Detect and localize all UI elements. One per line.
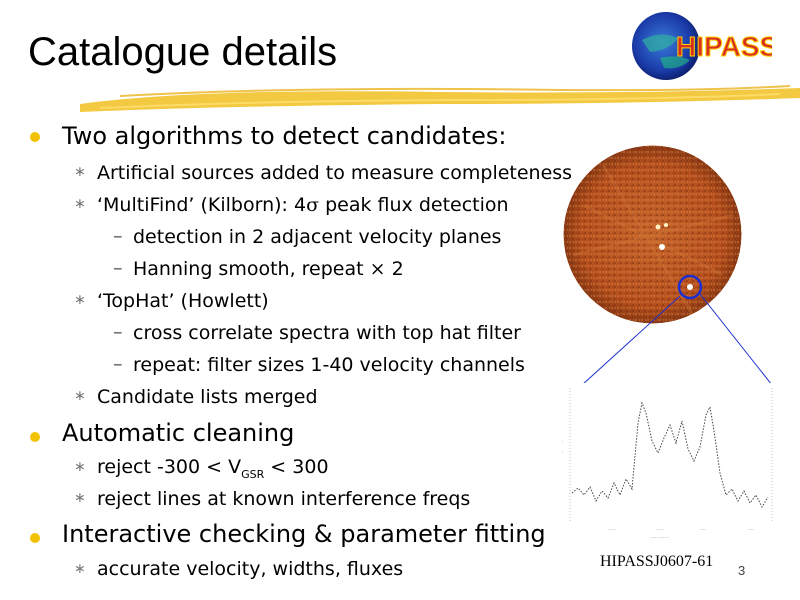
svg-text:············: ············ [650, 535, 669, 541]
asterisk-icon: ∗ [74, 164, 86, 180]
source-blob [687, 284, 693, 290]
subbullet-tophat: ‘TopHat’ (Howlett) [97, 290, 269, 312]
subbullet-artificial-sources: Artificial sources added to measure comp… [97, 162, 573, 184]
source-blob [664, 223, 668, 227]
hi-spectrum-plot: ····· ····· ···· ···· ············ · · [560, 383, 782, 543]
subsubbullet-filter-sizes: repeat: filter sizes 1-40 velocity chann… [133, 354, 525, 376]
svg-text:·····: ····· [608, 527, 616, 533]
subbullet-reject-velocity: reject -300 < VGSR < 300 [97, 456, 329, 481]
subbullet-multifind: ‘MultiFind’ (Kilborn): 4σ peak flux dete… [97, 194, 509, 216]
source-blob [655, 224, 661, 230]
dash-icon: – [113, 353, 123, 375]
multifind-text-pre: ‘MultiFind’ (Kilborn): 4 [97, 194, 307, 216]
hipass-logo: HIPASS [632, 12, 772, 80]
svg-text:·: · [562, 439, 564, 445]
subsubbullet-cross-correlate: cross correlate spectra with top hat fil… [133, 322, 521, 344]
subbullet-candidates-merged: Candidate lists merged [97, 386, 318, 408]
hi-cube-disk-image [563, 145, 742, 324]
bullet-heading-interactive-checking: Interactive checking & parameter fitting [62, 520, 546, 548]
times-symbol: × [369, 258, 386, 280]
dash-icon: – [113, 257, 123, 279]
source-blob [659, 244, 665, 250]
reject-velocity-pre: reject -300 < V [97, 456, 242, 478]
asterisk-icon: ∗ [74, 561, 86, 577]
dash-icon: – [113, 321, 123, 343]
reject-velocity-post: < 300 [264, 456, 329, 478]
dash-icon: – [113, 225, 123, 247]
asterisk-icon: ∗ [74, 388, 86, 404]
figure-caption: HIPASSJ0607-61 [600, 553, 714, 570]
bullet-heading-algorithms: Two algorithms to detect candidates: [62, 122, 507, 150]
subbullet-reject-interference: reject lines at known interference freqs [97, 488, 471, 510]
page-number: 3 [738, 563, 746, 578]
asterisk-icon: ∗ [74, 490, 86, 506]
subsubbullet-hanning: Hanning smooth, repeat × 2 [133, 258, 404, 280]
asterisk-icon: ∗ [74, 196, 86, 212]
svg-text:·: · [562, 449, 564, 455]
highlight-circle [677, 274, 703, 300]
svg-text:····: ···· [748, 527, 755, 533]
asterisk-icon: ∗ [74, 459, 86, 475]
svg-text:····: ···· [700, 527, 707, 533]
subsubbullet-adjacent-planes: detection in 2 adjacent velocity planes [133, 226, 502, 248]
hanning-text-post: 2 [385, 258, 404, 280]
title-underline-brush [80, 85, 800, 112]
bullet-dot-icon [30, 132, 40, 142]
multifind-text-post: peak flux detection [319, 194, 509, 216]
svg-text:HIPASS: HIPASS [676, 31, 772, 62]
subbullet-accurate-velocity: accurate velocity, widths, fluxes [97, 558, 404, 580]
asterisk-icon: ∗ [74, 292, 86, 308]
gsr-subscript: GSR [241, 467, 265, 481]
slide-title: Catalogue details [28, 30, 338, 74]
bullet-heading-automatic-cleaning: Automatic cleaning [62, 419, 295, 447]
hanning-text-pre: Hanning smooth, repeat [133, 258, 370, 280]
sigma-symbol: σ [306, 194, 320, 216]
bullet-dot-icon [30, 432, 40, 442]
bullet-dot-icon [30, 533, 40, 543]
svg-text:·····: ····· [656, 527, 664, 533]
